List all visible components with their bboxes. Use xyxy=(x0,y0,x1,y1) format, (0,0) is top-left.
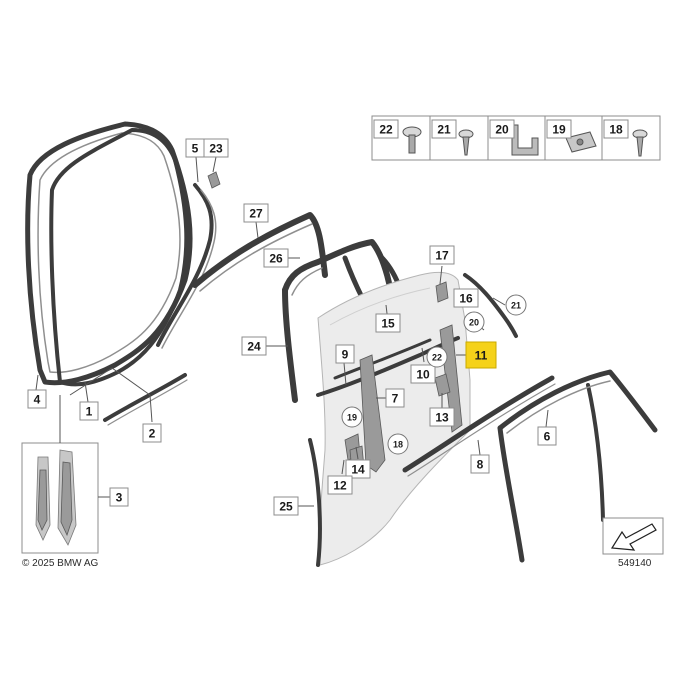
label-9: 9 xyxy=(335,344,355,364)
nut-19-icon xyxy=(565,131,597,153)
label-1: 1 xyxy=(79,401,99,421)
label-8: 8 xyxy=(470,454,490,474)
svg-text:13: 13 xyxy=(435,411,449,425)
label-10: 10 xyxy=(410,364,436,384)
label-3: 3 xyxy=(109,487,129,507)
svg-text:11: 11 xyxy=(475,349,488,363)
svg-text:16: 16 xyxy=(459,292,473,306)
door-panel xyxy=(317,271,471,566)
svg-text:21: 21 xyxy=(437,123,451,137)
belt-strip-10 xyxy=(333,338,432,380)
direction-arrow-icon xyxy=(602,517,664,555)
label-17: 17 xyxy=(429,245,455,265)
label-15: 15 xyxy=(375,313,401,333)
svg-text:17: 17 xyxy=(435,249,449,263)
label-24: 25 xyxy=(273,496,299,516)
frame-seal-6 xyxy=(497,369,658,563)
svg-text:19: 19 xyxy=(347,413,357,423)
svg-text:2: 2 xyxy=(149,427,156,441)
svg-text:18: 18 xyxy=(609,123,623,137)
label-2: 2 xyxy=(142,423,162,443)
circle-callout-21: 21 xyxy=(505,294,527,316)
pillar-seal xyxy=(156,183,217,349)
label-16: 16 xyxy=(453,288,479,308)
svg-text:20: 20 xyxy=(469,318,479,328)
svg-text:15: 15 xyxy=(381,317,395,331)
legend-label-19: 19 xyxy=(546,119,572,139)
circle-callout-20: 20 xyxy=(463,311,485,333)
screw-18-icon xyxy=(632,129,648,157)
sill-strip xyxy=(103,373,188,426)
svg-text:3: 3 xyxy=(116,491,123,505)
svg-text:20: 20 xyxy=(495,123,509,137)
svg-text:6: 6 xyxy=(544,430,551,444)
svg-text:21: 21 xyxy=(511,301,521,311)
circle-callout-22: 22 xyxy=(426,346,448,368)
trim-strip-16 xyxy=(463,273,518,338)
svg-text:25: 25 xyxy=(279,500,293,514)
label-6: 6 xyxy=(537,426,557,446)
svg-text:22: 22 xyxy=(432,353,442,363)
circle-callout-19: 19 xyxy=(341,406,363,428)
svg-text:7: 7 xyxy=(392,392,399,406)
svg-text:5: 5 xyxy=(192,142,199,156)
hardware-legend-labels: 22 21 20 19 18 xyxy=(373,119,629,139)
legend-label-22: 22 xyxy=(373,119,399,139)
bracket-13 xyxy=(434,373,451,397)
label-4: 4 xyxy=(27,389,47,409)
part-labels: 4 1 2 3 5 23 27 26 24 9 15 17 16 10 11 7… xyxy=(27,138,557,516)
clip-17 xyxy=(435,281,449,303)
label-25: 23 xyxy=(203,138,229,158)
svg-text:18: 18 xyxy=(393,440,403,450)
pillar-trim-7 xyxy=(359,354,386,473)
outer-strip-8 xyxy=(402,375,556,477)
circle-callout-18: 18 xyxy=(387,433,409,455)
door-seal-inner xyxy=(49,128,189,387)
inset-box-part-3 xyxy=(21,442,99,554)
svg-text:8: 8 xyxy=(477,458,484,472)
screw-22-icon xyxy=(402,126,422,154)
svg-text:24: 24 xyxy=(247,340,261,354)
screw-21-icon xyxy=(458,129,474,156)
clip-20-icon xyxy=(511,124,539,156)
label-27: 27 xyxy=(243,203,269,223)
pillar-seal-24 xyxy=(308,438,322,567)
legend-label-18: 18 xyxy=(603,119,629,139)
svg-text:4: 4 xyxy=(34,393,41,407)
label-11-highlighted: 11 xyxy=(465,341,497,369)
leader-lines xyxy=(35,156,549,507)
svg-text:9: 9 xyxy=(342,348,349,362)
label-5: 5 xyxy=(185,138,205,158)
svg-text:26: 26 xyxy=(269,252,283,266)
label-12: 12 xyxy=(327,475,353,495)
circle-callouts: 21 20 22 19 18 xyxy=(341,294,527,455)
svg-text:19: 19 xyxy=(552,123,566,137)
svg-text:22: 22 xyxy=(379,123,393,137)
window-channel-26 xyxy=(282,239,398,403)
svg-text:14: 14 xyxy=(351,463,365,477)
svg-text:1: 1 xyxy=(86,405,93,419)
label-26: 26 xyxy=(263,248,289,268)
svg-text:10: 10 xyxy=(416,368,430,382)
label-23: 24 xyxy=(241,336,267,356)
label-13: 13 xyxy=(429,407,455,427)
clip-25 xyxy=(207,171,221,189)
roof-channel-27 xyxy=(192,212,328,292)
svg-text:12: 12 xyxy=(333,479,347,493)
label-7: 7 xyxy=(385,388,405,408)
drawing-number: 549140 xyxy=(618,558,652,569)
label-14: 14 xyxy=(345,459,371,479)
svg-text:23: 23 xyxy=(209,142,223,156)
legend-label-20: 20 xyxy=(489,119,515,139)
svg-text:27: 27 xyxy=(249,207,263,221)
copyright-text: © 2025 BMW AG xyxy=(22,558,99,569)
legend-label-21: 21 xyxy=(431,119,457,139)
